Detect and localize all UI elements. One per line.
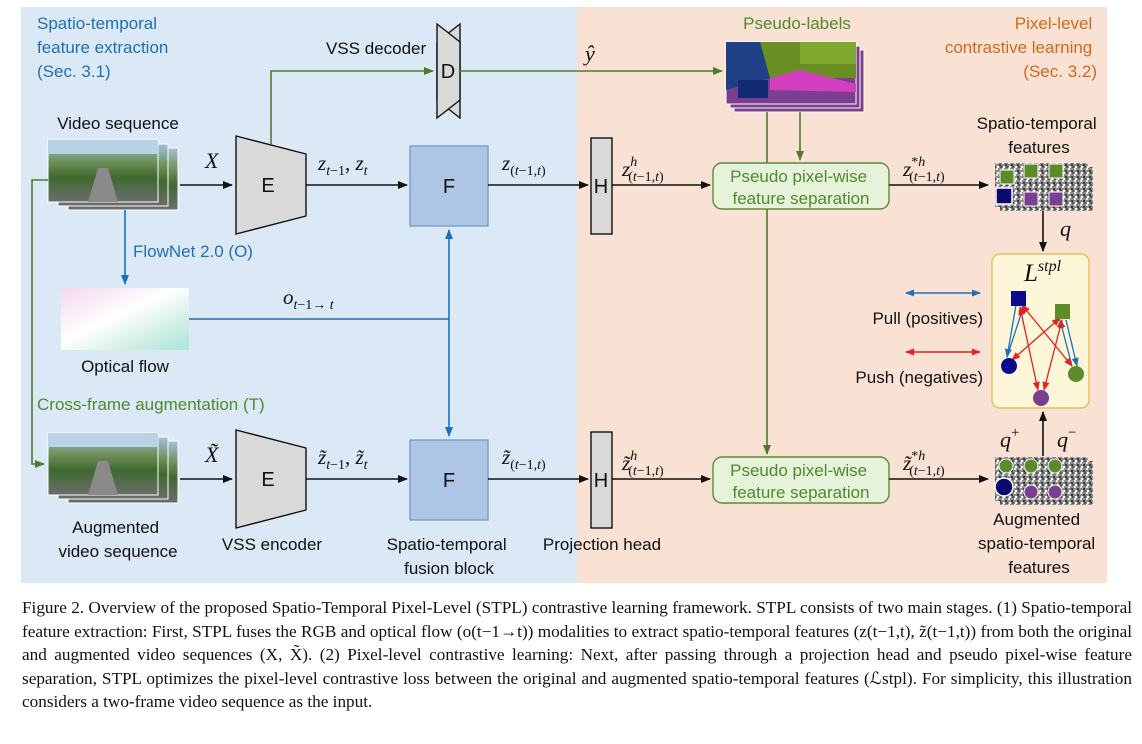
pseudo-labels-label: Pseudo-labels: [743, 14, 851, 33]
encoder-to-decoder-arrow: [270, 67, 434, 144]
video-sequence-image: [47, 139, 179, 211]
cross-frame-augmentation-arrow: [31, 179, 48, 468]
augmented-video-image: [47, 432, 179, 504]
encoder-block-top: [235, 135, 307, 235]
fusion-block-bottom: [409, 439, 489, 521]
q-minus-label: q−: [1057, 425, 1076, 452]
loss-label: Lstpl: [1023, 258, 1062, 287]
pull-legend-label: Pull (positives): [872, 309, 983, 328]
flownet-label: FlowNet 2.0 (O): [133, 242, 253, 261]
encoder-block-bottom: [235, 429, 307, 529]
z-tilde-fused-label: z̃(t−1,t): [501, 445, 546, 473]
z-tilde-star-h-label: z̃*h(t−1,t): [902, 449, 945, 479]
separation-label-bottom: Pseudo pixel-wise feature separation: [730, 461, 872, 502]
z-star-h-label: z*h(t−1,t): [902, 155, 945, 185]
loss-box: [991, 253, 1090, 409]
pseudo-labels-image: [725, 41, 865, 113]
video-sequence-label: Video sequence: [57, 114, 179, 133]
vss-decoder-label: VSS decoder: [326, 39, 427, 58]
z-fused-label-top: z(t−1,t): [501, 151, 546, 179]
projection-head-letter-top: H: [594, 176, 608, 198]
o-flow-label: ot−1→ t: [283, 285, 335, 313]
separation-block-bottom: [712, 456, 890, 504]
fusion-letter-top: F: [443, 176, 455, 198]
aug-st-features-image: [994, 457, 1093, 505]
projection-head-bottom: [590, 431, 613, 529]
st-features-image: [995, 163, 1093, 211]
x-label: X: [204, 148, 220, 173]
fusion-block-label: Spatio-temporal fusion block: [387, 535, 512, 578]
y-hat-label: ŷ: [583, 41, 595, 66]
z-tilde-pair-label: z̃t−1, z̃t: [317, 445, 369, 473]
zh-label-top: zh(t−1,t): [621, 155, 664, 185]
right-panel-title: Pixel-level contrastive learning (Sec. 3…: [945, 14, 1097, 81]
optical-flow-image: [61, 288, 189, 350]
framework-diagram: Spatio-temporal feature extraction (Sec.…: [21, 7, 1107, 583]
projection-head-top: [590, 137, 613, 235]
optical-flow-label: Optical flow: [81, 357, 170, 376]
vss-encoder-label: VSS encoder: [222, 535, 323, 554]
augmented-video-label: Augmented video sequence: [58, 518, 177, 561]
q-plus-label: q+: [1000, 425, 1019, 452]
figure-caption: Figure 2. Overview of the proposed Spati…: [22, 598, 1132, 711]
x-tilde-label: X̃: [204, 442, 220, 467]
aug-st-features-label: Augmented spatio-temporal features: [978, 510, 1100, 577]
separation-block-top: [712, 162, 890, 210]
fusion-block-top: [409, 145, 489, 227]
fusion-letter-bottom: F: [443, 470, 455, 492]
encoder-letter-top: E: [261, 175, 274, 197]
z-pair-label-top: zt−1, zt: [317, 151, 369, 179]
projection-head-letter-bottom: H: [594, 470, 608, 492]
st-features-label: Spatio-temporal features: [977, 114, 1102, 157]
push-legend-label: Push (negatives): [855, 368, 983, 387]
left-panel-title: Spatio-temporal feature extraction (Sec.…: [37, 14, 173, 81]
loss-graph: [1001, 291, 1084, 406]
separation-label-top: Pseudo pixel-wise feature separation: [730, 167, 872, 208]
decoder-letter: D: [441, 61, 455, 83]
cross-frame-augmentation-label: Cross-frame augmentation (T): [37, 395, 265, 414]
projection-head-label: Projection head: [543, 535, 661, 554]
q-label: q: [1060, 216, 1071, 241]
zh-tilde-label: z̃h(t−1,t): [621, 449, 664, 479]
encoder-letter-bottom: E: [261, 469, 274, 491]
